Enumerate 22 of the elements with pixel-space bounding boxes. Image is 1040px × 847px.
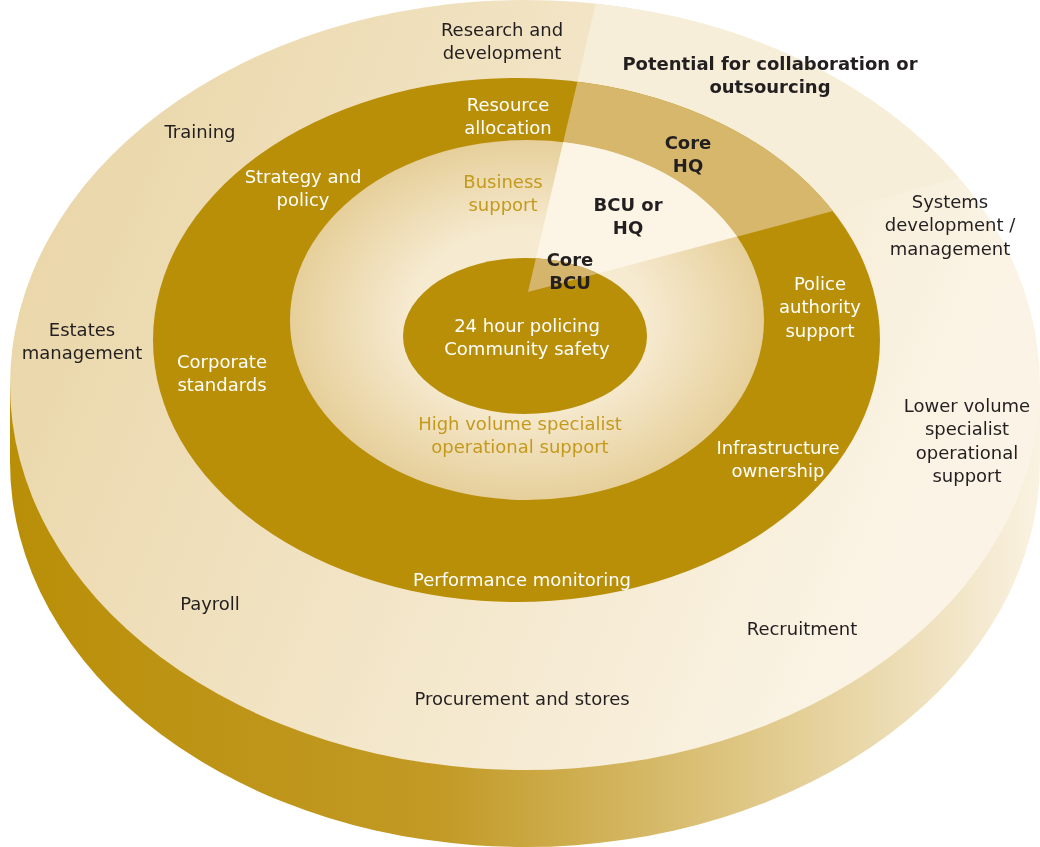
segment-label: Systems development / management (883, 190, 1017, 261)
segment-label: Corporate standards (176, 350, 268, 397)
segment-label: Recruitment (745, 617, 859, 641)
segment-label: High volume specialist operational support (417, 412, 623, 459)
segment-label: Lower volume specialist operational support (902, 394, 1032, 488)
segment-label: Police authority support (778, 272, 862, 343)
segment-label: Strategy and policy (243, 165, 363, 212)
segment-label: Core HQ (663, 131, 713, 178)
segment-label: Core BCU (545, 248, 595, 295)
segment-label: Training (163, 120, 237, 144)
segment-label: Research and development (439, 18, 565, 65)
segment-label: Payroll (179, 592, 241, 616)
outer-ring (10, 0, 1040, 847)
segment-label: Business support (462, 170, 544, 217)
segment-label: Performance monitoring (411, 568, 633, 592)
segment-label: Estates management (20, 318, 144, 365)
segment-label: 24 hour policing Community safety (443, 314, 611, 361)
segment-label: Resource allocation (463, 93, 553, 140)
segment-label: Infrastructure ownership (715, 436, 841, 483)
segment-label: Potential for collaboration or outsourcing (621, 52, 919, 99)
segment-label: BCU or HQ (592, 193, 664, 240)
segment-label: Procurement and stores (413, 687, 631, 711)
